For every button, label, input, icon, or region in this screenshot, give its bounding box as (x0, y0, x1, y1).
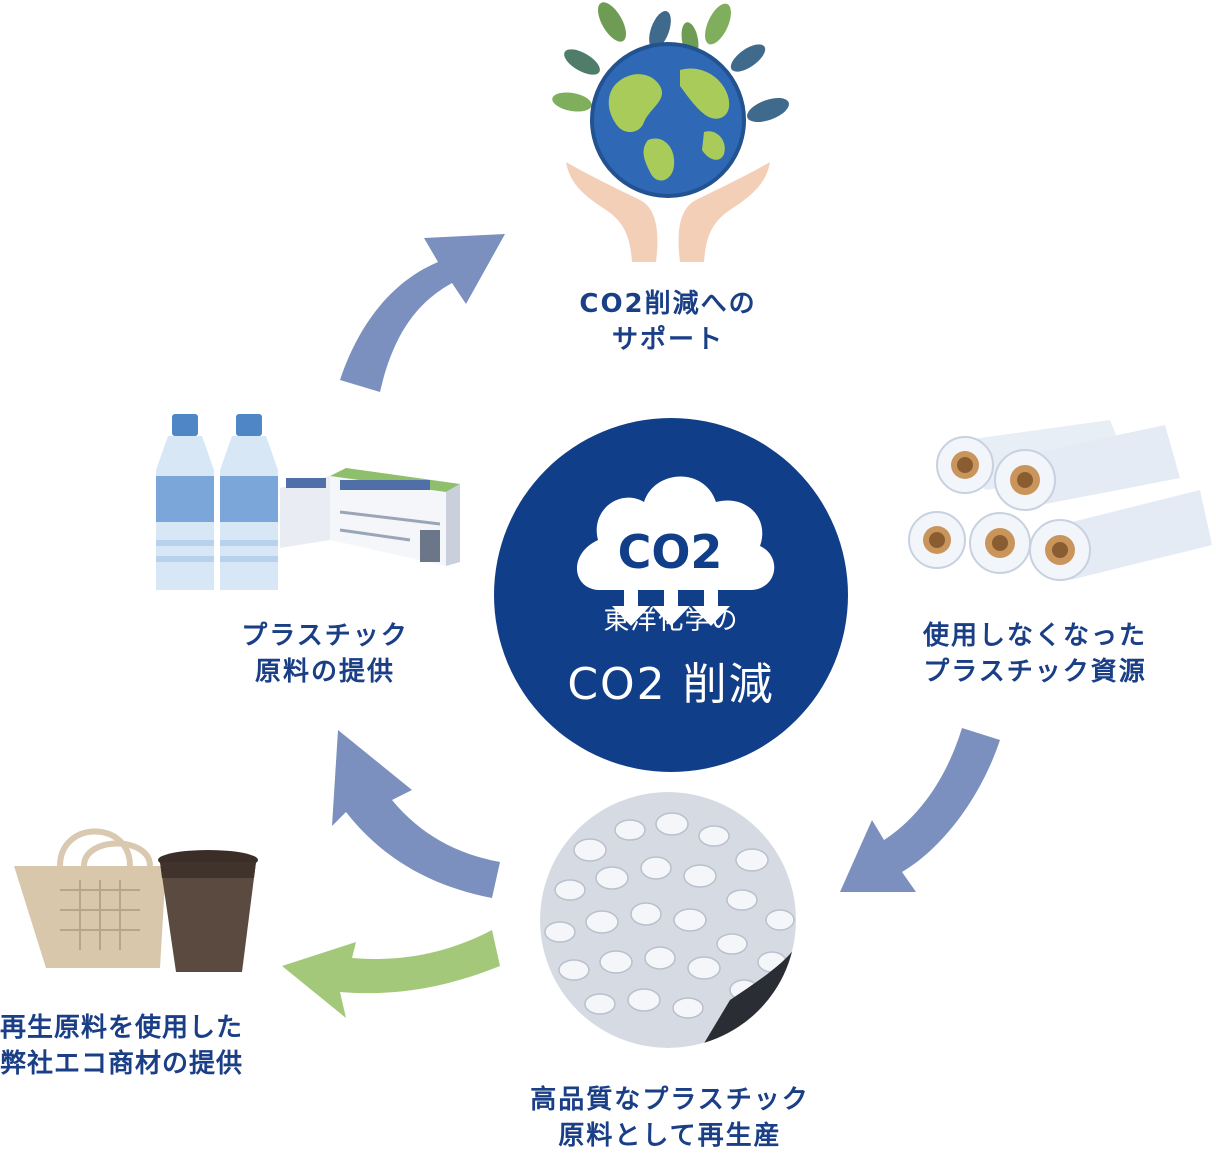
label-line: プラスチック (241, 621, 409, 651)
arrow-to-raw-material (332, 730, 500, 898)
label-unused-plastic: 使用しなくなった プラスチック資源 (890, 618, 1180, 690)
label-co2-support: CO2削減への サポート (548, 286, 788, 358)
factory-icon (280, 468, 460, 566)
label-line: 弊社エコ商材の提供 (0, 1049, 244, 1079)
label-line: 再生原料を使用した (0, 1013, 244, 1043)
label-line: 高品質なプラスチック (530, 1085, 810, 1115)
co2-cloud-icon: CO2 (576, 476, 775, 626)
arrow-to-eco-products (282, 930, 500, 1018)
label-line: 原料として再生産 (558, 1121, 782, 1151)
arrow-to-co2-support (340, 234, 505, 392)
label-line: サポート (611, 325, 724, 355)
center-title: CO2 削減 (567, 659, 775, 710)
center-circle: CO2 東洋化学の CO2 削減 (494, 418, 848, 772)
center-subtitle: 東洋化学の (603, 606, 739, 636)
roll-icon (1029, 490, 1212, 581)
globe-icon (590, 42, 746, 198)
label-line: プラスチック資源 (923, 657, 1147, 687)
arrow-to-recycled (840, 728, 1000, 892)
bottle-icon (220, 414, 278, 590)
label-line: 使用しなくなった (922, 621, 1147, 651)
label-raw-material: プラスチック 原料の提供 (210, 618, 440, 690)
label-recycled: 高品質なプラスチック 原料として再生産 (500, 1082, 840, 1154)
bucket-icon (158, 850, 258, 972)
plastic-pellets-icon (540, 792, 796, 1048)
roll-icon (994, 425, 1180, 511)
roll-icon (969, 512, 1031, 574)
label-line: CO2削減への (579, 289, 757, 319)
label-line: 原料の提供 (254, 657, 395, 687)
co2-badge-text: CO2 (618, 525, 723, 579)
bottle-icon (156, 414, 214, 590)
roll-icon (908, 511, 966, 569)
label-eco-products: 再生原料を使用した 弊社エコ商材の提供 (0, 1010, 296, 1082)
hands-icon (566, 162, 770, 262)
basket-bag-icon (14, 828, 166, 968)
